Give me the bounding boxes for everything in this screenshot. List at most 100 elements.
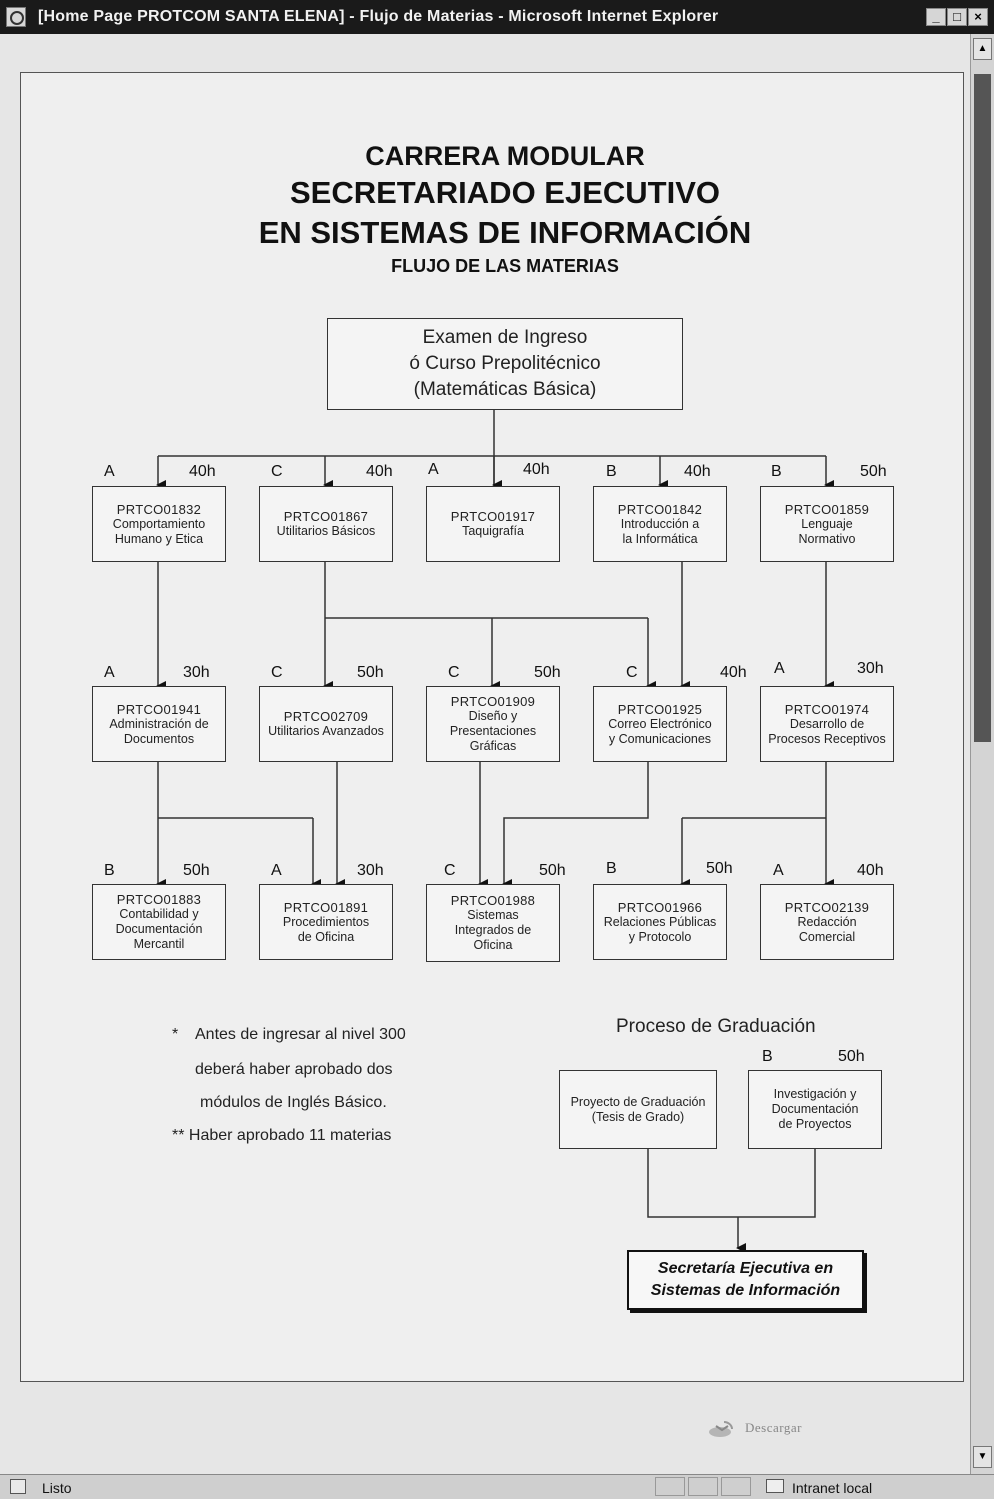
- course-hours-label: 30h: [183, 664, 210, 681]
- course-hours-label: 50h: [706, 860, 733, 877]
- course-level-label: B: [104, 862, 115, 879]
- course-code: PRTCO01883: [116, 892, 202, 907]
- course-level-label: A: [271, 862, 282, 879]
- vertical-scrollbar[interactable]: ▲ ▼: [970, 34, 994, 1474]
- course-level-label: A: [773, 862, 784, 879]
- course-name: Utilitarios Básicos: [276, 524, 376, 538]
- course-code: PRTCO01842: [617, 501, 703, 517]
- course-hours-label: 50h: [860, 463, 887, 480]
- page-title-line3: EN SISTEMAS DE INFORMACIÓN: [258, 215, 752, 250]
- course-hours-label: 50h: [357, 664, 384, 681]
- course-name: Diseño y Presentaciones Gráficas: [449, 709, 537, 753]
- course-level-label: C: [444, 862, 456, 879]
- course-box[interactable]: PRTCO01842 Introducción a la Informática: [593, 486, 727, 562]
- final-degree-box: Secretaría Ejecutiva en Sistemas de Info…: [627, 1250, 864, 1310]
- course-hours-label: 30h: [857, 660, 884, 677]
- note-asterisk: *: [172, 1026, 179, 1043]
- note-line: ** Haber aprobado 11 materias: [172, 1127, 392, 1144]
- course-name: Introducción a la Informática: [620, 516, 700, 546]
- course-box[interactable]: PRTCO01988 Sistemas Integrados de Oficin…: [426, 884, 560, 962]
- course-level-label: A: [428, 461, 439, 478]
- course-box[interactable]: PRTCO01966 Relaciones Públicas y Protoco…: [593, 884, 727, 960]
- graduation-research-label: Investigación y Documentación de Proyect…: [771, 1087, 859, 1131]
- maximize-button[interactable]: □: [947, 8, 967, 26]
- graduation-heading: Proceso de Graduación: [616, 1016, 816, 1037]
- course-box[interactable]: PRTCO01891 Procedimientos de Oficina: [259, 884, 393, 960]
- ie-app-icon[interactable]: [6, 7, 26, 27]
- course-name: Sistemas Integrados de Oficina: [454, 908, 532, 952]
- course-box[interactable]: PRTCO02709 Utilitarios Avanzados: [259, 686, 393, 762]
- course-code: PRTCO01988: [450, 893, 536, 908]
- course-level-label: B: [606, 463, 617, 480]
- graduation-hours-label: 50h: [838, 1048, 865, 1065]
- page-subtitle: FLUJO DE LAS MATERIAS: [391, 256, 619, 276]
- course-level-label: A: [104, 463, 115, 480]
- graduation-research-box[interactable]: Investigación y Documentación de Proyect…: [748, 1070, 882, 1149]
- download-label: Descargar: [745, 1420, 802, 1435]
- course-level-label: C: [448, 664, 460, 681]
- course-box[interactable]: PRTCO01925 Correo Electrónico y Comunica…: [593, 686, 727, 762]
- course-name: Lenguaje Normativo: [798, 516, 856, 546]
- course-name: Procedimientos de Oficina: [282, 914, 370, 944]
- course-name: Correo Electrónico y Comunicaciones: [608, 716, 712, 746]
- course-name: Desarrollo de Procesos Receptivos: [768, 716, 886, 746]
- course-box[interactable]: PRTCO01974 Desarrollo de Procesos Recept…: [760, 686, 894, 762]
- course-level-label: C: [271, 463, 283, 480]
- course-level-label: A: [774, 660, 785, 677]
- course-box[interactable]: PRTCO01867 Utilitarios Básicos: [259, 486, 393, 562]
- course-box[interactable]: PRTCO01883 Contabilidad y Documentación …: [92, 884, 226, 960]
- status-text: Listo: [42, 1480, 72, 1496]
- course-name: Taquigrafía: [462, 524, 524, 538]
- course-hours-label: 40h: [857, 862, 884, 879]
- page-title-line1: CARRERA MODULAR: [365, 141, 645, 171]
- course-level-label: B: [606, 860, 617, 877]
- course-box[interactable]: PRTCO01832 Comportamiento Humano y Etica: [92, 486, 226, 562]
- intranet-zone-icon: [766, 1479, 784, 1493]
- status-panel: [721, 1477, 751, 1496]
- course-hours-label: 50h: [534, 664, 561, 681]
- note-line: módulos de Inglés Básico.: [200, 1094, 387, 1111]
- course-box[interactable]: PRTCO01909 Diseño y Presentaciones Gráfi…: [426, 686, 560, 762]
- course-hours-label: 50h: [183, 862, 210, 879]
- course-box[interactable]: PRTCO01941 Administración de Documentos: [92, 686, 226, 762]
- course-level-label: A: [104, 664, 115, 681]
- course-name: Relaciones Públicas y Protocolo: [603, 914, 717, 944]
- page-status-icon: [10, 1479, 26, 1494]
- graduation-level-label: B: [762, 1048, 773, 1065]
- entry-exam-box: Examen de Ingreso ó Curso Prepolitécnico…: [327, 318, 683, 410]
- course-code: PRTCO01925: [617, 701, 703, 717]
- course-box[interactable]: PRTCO01859 Lenguaje Normativo: [760, 486, 894, 562]
- course-code: PRTCO01909: [450, 694, 536, 709]
- course-hours-label: 40h: [366, 463, 393, 480]
- course-hours-label: 40h: [684, 463, 711, 480]
- status-panel: [688, 1477, 718, 1496]
- course-name: Utilitarios Avanzados: [268, 724, 384, 738]
- course-code: PRTCO01859: [784, 501, 870, 517]
- scroll-up-button[interactable]: ▲: [973, 38, 992, 60]
- course-code: PRTCO01966: [617, 899, 703, 915]
- graduation-project-label: Proyecto de Graduación (Tesis de Grado): [570, 1094, 706, 1124]
- course-code: PRTCO01891: [283, 899, 369, 915]
- course-code: PRTCO01867: [283, 509, 369, 524]
- note-line: deberá haber aprobado dos: [195, 1061, 393, 1078]
- course-hours-label: 40h: [523, 461, 550, 478]
- course-name: Administración de Documentos: [109, 716, 209, 746]
- graduation-project-box[interactable]: Proyecto de Graduación (Tesis de Grado): [559, 1070, 717, 1149]
- title-bar: [Home Page PROTCOM SANTA ELENA] - Flujo …: [0, 0, 994, 34]
- close-button[interactable]: ×: [968, 8, 988, 26]
- course-box[interactable]: PRTCO01917 Taquigrafía: [426, 486, 560, 562]
- final-degree-line1: Secretaría Ejecutiva en: [657, 1260, 834, 1277]
- note-line: Antes de ingresar al nivel 300: [195, 1026, 406, 1043]
- scroll-down-button[interactable]: ▼: [973, 1446, 992, 1468]
- course-box[interactable]: PRTCO02139 Redacción Comercial: [760, 884, 894, 960]
- course-hours-label: 40h: [189, 463, 216, 480]
- minimize-button[interactable]: _: [926, 8, 946, 26]
- course-code: PRTCO01974: [784, 701, 870, 717]
- course-code: PRTCO01917: [450, 509, 536, 524]
- course-name: Comportamiento Humano y Etica: [112, 516, 206, 546]
- download-link[interactable]: Descargar: [708, 1418, 838, 1442]
- course-code: PRTCO01941: [116, 701, 202, 717]
- course-name: Contabilidad y Documentación Mercantil: [115, 907, 203, 951]
- course-hours-label: 40h: [720, 664, 747, 681]
- scroll-thumb[interactable]: [974, 74, 991, 742]
